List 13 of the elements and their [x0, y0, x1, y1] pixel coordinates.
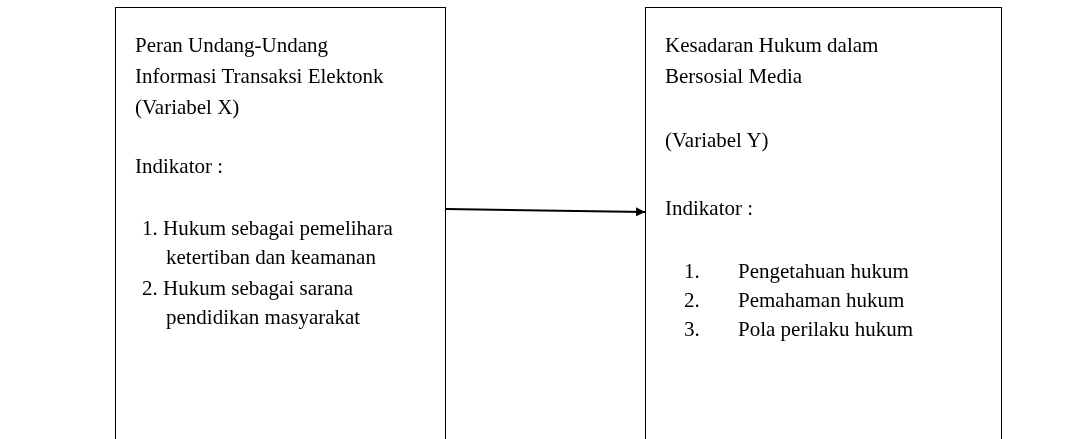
label-text: Indikator :: [135, 153, 224, 180]
label-text: Indikator :: [665, 195, 754, 222]
list-item: 1. Hukum sebagai pemelihara ketertiban dan keamanan: [142, 215, 394, 271]
heading-text: Peran Undang-Undang Informasi Transaksi Elektonk (Variabel X): [135, 32, 385, 121]
label-text: (Variabel Y): [665, 127, 769, 154]
text-box: [645, 7, 1002, 439]
list-item: 3. Pola perilaku hukum: [684, 316, 913, 343]
arrow: [445, 207, 646, 217]
list-item: 1. Pengetahuan hukum: [684, 258, 909, 285]
heading-text: Kesadaran Hukum dalam Bersosial Media: [665, 32, 880, 90]
text-box: [115, 7, 446, 439]
list-item: 2. Hukum sebagai sarana pendidikan masyarakat: [142, 275, 362, 331]
list-item: 2. Pemahaman hukum: [684, 287, 905, 314]
